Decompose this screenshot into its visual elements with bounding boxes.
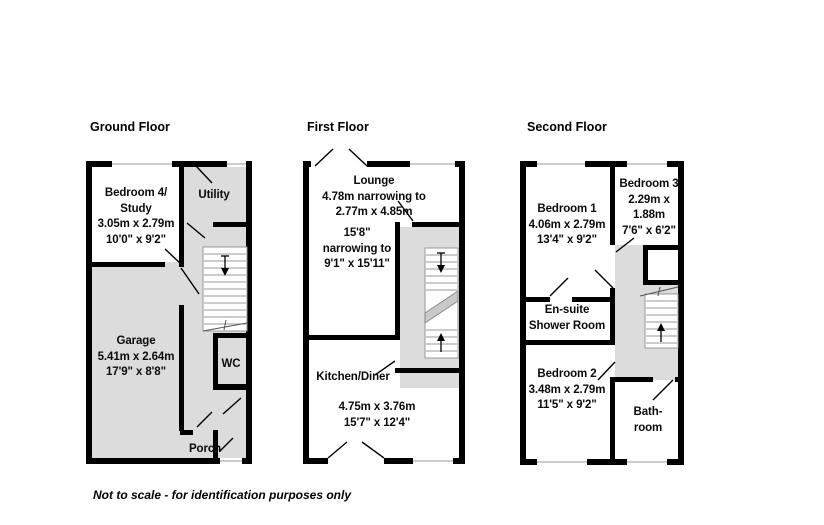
room-label-bathroom: Bath- room [633,406,663,434]
second-floor-title: Second Floor [527,120,607,134]
ground-floor-door-swings [164,165,242,452]
room-label-lounge: Lounge 4.78m narrowing to 2.77m x 4.85m [322,175,426,218]
room-label-porch: Porch [188,443,222,455]
first-stairs-down-arrow-icon [437,252,445,273]
room-label-ensuite: En-suite Shower Room [528,304,606,332]
first-floor-door-swings [314,148,414,459]
ground-floor-stairs [202,246,248,332]
room-label-bedroom4-study: Bedroom 4/ Study 3.05m x 2.79m 10'0" x 9… [97,187,175,246]
second-floor-plan [520,161,684,465]
room-label-bedroom3: Bedroom 3 2.29m x 1.88m 7'6" x 6'2" [619,178,679,237]
second-floor-windows [537,161,667,465]
first-floor-stairs [424,247,459,359]
first-floor-plan [303,141,465,464]
second-stairs-up-arrow-icon [657,323,665,342]
first-floor-windows [311,161,455,464]
first-floor-fills [303,141,465,464]
first-floor-title: First Floor [307,120,369,134]
ground-floor-title: Ground Floor [90,120,170,134]
second-floor-stairs [639,286,679,349]
room-label-utility: Utility [198,189,230,201]
ground-floor-windows [112,161,246,464]
second-floor-door-swings [549,237,674,401]
room-label-bedroom2: Bedroom 2 3.48m x 2.79m 11'5" x 9'2" [528,368,606,411]
room-label-bedroom1: Bedroom 1 4.06m x 2.79m 13'4" x 9'2" [528,203,606,246]
second-floor-walls [520,161,684,465]
disclaimer-text: Not to scale - for identification purpos… [93,488,352,502]
room-label-kitchen-diner: Kitchen/Diner [316,371,390,383]
room-label-kitchen-dims: 4.75m x 3.76m 15'7" x 12'4" [338,401,416,429]
ground-floor-plan [86,161,252,464]
room-label-wc: WC [221,358,241,370]
first-stairs-up-arrow-icon [437,333,445,352]
ground-stairs-direction-arrow-icon [221,255,229,276]
room-label-garage: Garage 5.41m x 2.64m 17'9" x 8'8" [97,335,175,378]
room-label-lounge-imperial: 15'8" narrowing to 9'1" x 15'11" [322,227,392,270]
